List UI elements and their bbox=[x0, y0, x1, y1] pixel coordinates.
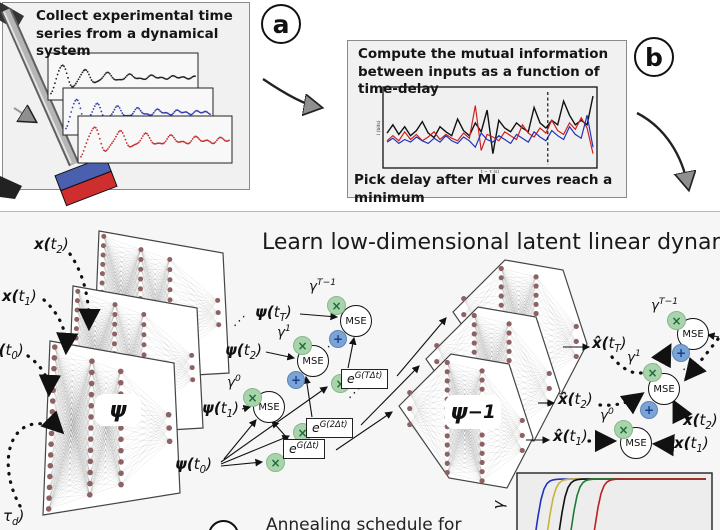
gamma-0-center: γ0 bbox=[227, 373, 241, 391]
gamma-T-1-center: γT−1 bbox=[309, 277, 337, 295]
gamma-1-center: γ1 bbox=[277, 323, 291, 341]
gamma-1-right: γ1 bbox=[627, 348, 641, 366]
times-icon: × bbox=[667, 311, 686, 330]
plus-icon: + bbox=[672, 344, 690, 362]
input-x-t1: x(t1) bbox=[2, 287, 37, 308]
exp-G-TDt-box: eG(TΔt) bbox=[341, 369, 389, 390]
latent-psi-t2: ψ(t2) bbox=[225, 341, 262, 362]
ellipsis-dots: ⋰ bbox=[233, 314, 246, 329]
plus-icon: + bbox=[287, 371, 305, 389]
panel-a-title: Collect experimental time series from a … bbox=[36, 8, 233, 60]
gamma-0-right: γ0 bbox=[600, 406, 614, 424]
badge-b: b bbox=[634, 37, 674, 77]
input-x-t0-taud: x(t0 − τd) bbox=[0, 507, 25, 528]
times-icon: × bbox=[293, 336, 312, 355]
latent-psi-tT: ψ(tT) bbox=[255, 303, 292, 324]
panel-b-title: Compute the mutual information between i… bbox=[358, 46, 609, 98]
badge-a: a bbox=[261, 4, 301, 44]
times-icon: × bbox=[643, 363, 662, 382]
latent-psi-t0: ψ(t0) bbox=[175, 455, 212, 476]
output-xhat-t2: x̂(t2) bbox=[558, 390, 593, 411]
times-icon: × bbox=[243, 388, 262, 407]
plus-icon: + bbox=[329, 330, 347, 348]
latent-psi-t1: ψ(t1) bbox=[202, 399, 239, 420]
gamma-T-1-right: γT−1 bbox=[651, 296, 679, 314]
ellipsis-dots: ⋰ bbox=[348, 386, 361, 401]
times-icon: × bbox=[614, 420, 633, 439]
input-x-t2: x(t2) bbox=[34, 235, 69, 256]
target-x-t2: x(t2) bbox=[683, 411, 718, 432]
decoder-psi-inverse-label: ψ−1 bbox=[445, 395, 501, 429]
exp-G-Dt-box: eG(Δt) bbox=[283, 439, 326, 460]
times-icon: × bbox=[327, 296, 346, 315]
output-xhat-t1: x̂(t1) bbox=[553, 427, 588, 448]
target-x-t1: x(t1) bbox=[674, 434, 709, 455]
main-title: Learn low-dimensional latent linear dyna… bbox=[262, 230, 720, 255]
output-xhat-tT: x̂(tT) bbox=[592, 334, 627, 355]
mse-node-center-top: MSE bbox=[340, 305, 372, 337]
encoder-psi-label: ψ bbox=[95, 394, 141, 426]
input-x-t0: x(t0) bbox=[0, 341, 24, 362]
exp-G-2Dt-box: eG(2Δt) bbox=[306, 418, 354, 439]
annealing-caption: Annealing schedule for bbox=[266, 515, 462, 530]
annealing-ylabel: γ bbox=[489, 500, 508, 510]
panel-b-caption: Pick delay after MI curves reach a minim… bbox=[354, 172, 613, 206]
plus-icon: + bbox=[640, 401, 658, 419]
